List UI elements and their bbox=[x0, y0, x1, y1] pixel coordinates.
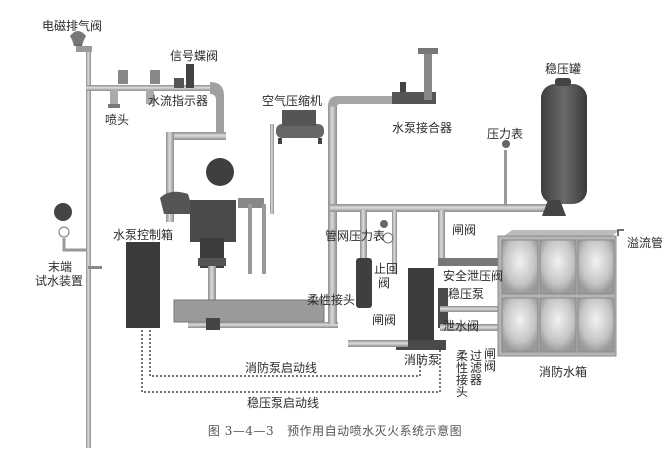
label-filter-vertical: 过滤器 bbox=[470, 349, 483, 387]
fire-water-tank bbox=[497, 229, 624, 357]
vent-riser-pipe bbox=[72, 38, 92, 448]
label-solenoid-vent-valve: 电磁排气阀 bbox=[42, 19, 103, 33]
fire-pump bbox=[396, 268, 446, 350]
preaction-valve-assembly bbox=[160, 158, 266, 306]
label-flexible-joint-left: 柔性接头 bbox=[307, 293, 356, 307]
jockey-pump-start-line bbox=[141, 330, 441, 393]
label-check-valve-2: 阀 bbox=[378, 276, 391, 290]
label-water-flow-indicator: 水流指示器 bbox=[148, 94, 209, 108]
label-overflow-pipe: 溢流管 bbox=[627, 236, 664, 250]
figure-title: 预作用自动喷水灭火系统示意图 bbox=[287, 424, 463, 438]
label-end-test-device-1: 末端 bbox=[48, 260, 73, 274]
pump-drop-pipes bbox=[360, 210, 498, 274]
pressure-tank bbox=[541, 78, 587, 216]
label-pressure-gauge: 压力表 bbox=[487, 127, 524, 141]
sprinkler-branch-pipe bbox=[86, 82, 226, 222]
label-jockey-pump-start-line: 稳压泵启动线 bbox=[247, 396, 320, 410]
label-check-valve-1: 止回 bbox=[374, 262, 399, 276]
label-pump-control-box: 水泵控制箱 bbox=[113, 228, 174, 242]
label-gate-valve-top: 闸阀 bbox=[452, 223, 477, 237]
sprinkler-head-1 bbox=[108, 70, 128, 108]
label-safety-relief-valve: 安全泄压阀 bbox=[443, 269, 504, 283]
signal-butterfly-valve bbox=[174, 64, 194, 88]
label-flexible-joint-vertical: 柔性接头 bbox=[456, 349, 469, 399]
fire-pump-start-line bbox=[149, 330, 421, 377]
label-network-pressure-gauge: 管网压力表 bbox=[325, 229, 386, 243]
air-compressor bbox=[270, 110, 324, 214]
pressure-gauge bbox=[502, 140, 510, 206]
label-fire-pump: 消防泵 bbox=[404, 353, 441, 367]
label-sprinkler-head: 喷头 bbox=[105, 113, 130, 127]
figure-number: 图 3—4—3 bbox=[207, 424, 275, 438]
figure-caption: 图 3—4—3 预作用自动喷水灭火系统示意图 bbox=[0, 422, 670, 439]
main-riser-pipe bbox=[328, 96, 550, 324]
check-valve bbox=[356, 258, 372, 308]
pump-adapter bbox=[392, 48, 438, 104]
label-gate-valve-mid: 闸阀 bbox=[372, 313, 397, 327]
pump-control-box bbox=[126, 242, 160, 328]
label-gate-valve-vertical: 闸阀 bbox=[484, 347, 497, 373]
label-pump-adapter: 水泵接合器 bbox=[392, 121, 453, 135]
label-fire-water-tank: 消防水箱 bbox=[539, 365, 588, 379]
solenoid-vent-valve bbox=[70, 31, 86, 44]
label-jockey-pump: 稳压泵 bbox=[448, 287, 485, 301]
label-drain-valve: 泄水阀 bbox=[443, 319, 480, 333]
label-fire-pump-start-line: 消防泵启动线 bbox=[245, 361, 318, 375]
end-test-device bbox=[54, 203, 102, 269]
label-pressure-tank: 稳压罐 bbox=[545, 62, 582, 76]
sprinkler-head-2 bbox=[146, 70, 160, 104]
label-end-test-device-2: 试水装置 bbox=[35, 274, 84, 288]
suction-pipes bbox=[348, 306, 500, 347]
network-pressure-gauge bbox=[380, 220, 394, 244]
label-signal-butterfly-valve: 信号蝶阀 bbox=[170, 49, 219, 63]
base-tray bbox=[173, 299, 338, 330]
label-air-compressor: 空气压缩机 bbox=[262, 94, 323, 108]
